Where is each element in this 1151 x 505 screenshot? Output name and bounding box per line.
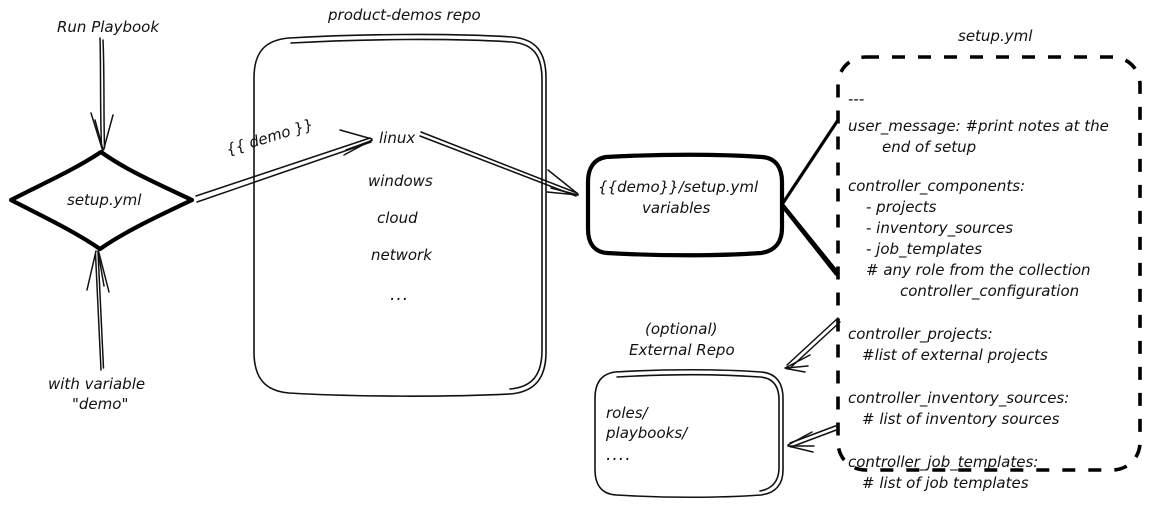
edge-run-playbook-to-setup — [90, 37, 114, 151]
edge-setup-yml-to-vars-node — [781, 118, 840, 276]
repo-item-linux: linux — [379, 129, 415, 147]
setup-yml-line-1: user_message: #print notes at the — [848, 117, 1109, 136]
repo-item-network: network — [371, 246, 433, 264]
node-demo-setup-variables[interactable] — [585, 152, 785, 258]
setup-yml-line-0: --- — [848, 90, 864, 108]
setup-yml-line-6: - job_templates — [866, 240, 982, 259]
setup-yml-line-5: - inventory_sources — [866, 219, 1013, 238]
demo-variable-edge-label: {{ demo }} — [224, 115, 316, 159]
setup-yml-line-9: controller_projects: — [848, 325, 993, 344]
setup-yml-dashed-box-title: setup.yml — [958, 27, 1033, 45]
edge-with-variable-to-setup — [86, 250, 110, 371]
external-repo-title-line1: (optional) — [645, 320, 718, 338]
node-setup-yml-diamond[interactable] — [8, 149, 195, 252]
edge-controller-projects-to-external-repo — [784, 317, 841, 373]
repo-item-windows: windows — [368, 172, 433, 190]
vars-node-label-line2: variables — [642, 199, 711, 217]
external-repo-title-line2: External Repo — [629, 341, 735, 359]
setup-yml-line-13: controller_job_templates: — [848, 453, 1038, 472]
setup-yml-line-3: controller_components: — [848, 177, 1025, 196]
product-demos-repo-title: product-demos repo — [327, 6, 481, 24]
setup-yml-line-4: - projects — [866, 198, 937, 216]
vars-node-label-line1: {{demo}}/setup.yml — [598, 178, 759, 196]
with-variable-label-line1: with variable — [48, 375, 145, 393]
edge-linux-to-vars-node — [419, 131, 579, 197]
edge-controller-job-templates-to-external-repo — [787, 424, 840, 453]
setup-yml-line-2: end of setup — [882, 138, 976, 156]
repo-item-cloud: cloud — [377, 209, 418, 227]
node-product-demos-repo-box[interactable] — [253, 33, 547, 397]
setup-yml-content: --- user_message: #print notes at the end … — [848, 90, 1109, 492]
setup-yml-line-8: controller_configuration — [900, 282, 1079, 301]
repo-item-ellipsis: ... — [390, 285, 409, 305]
setup-yml-line-7: # any role from the collection — [866, 261, 1091, 279]
with-variable-label-line2: "demo" — [72, 395, 128, 413]
edge-demo-variable-to-linux — [195, 129, 373, 203]
setup-yml-line-10: #list of external projects — [862, 346, 1048, 364]
setup-yml-diamond-label: setup.yml — [67, 191, 142, 209]
setup-yml-line-11: controller_inventory_sources: — [848, 389, 1069, 408]
external-repo-item-playbooks: playbooks/ — [605, 424, 689, 442]
setup-yml-line-14: # list of job templates — [862, 474, 1029, 492]
external-repo-item-roles: roles/ — [606, 404, 650, 422]
node-external-repo-box[interactable] — [594, 368, 784, 499]
setup-yml-line-12: # list of inventory sources — [862, 410, 1060, 428]
run-playbook-label: Run Playbook — [57, 18, 160, 36]
external-repo-item-ellipsis: .... — [606, 445, 632, 465]
